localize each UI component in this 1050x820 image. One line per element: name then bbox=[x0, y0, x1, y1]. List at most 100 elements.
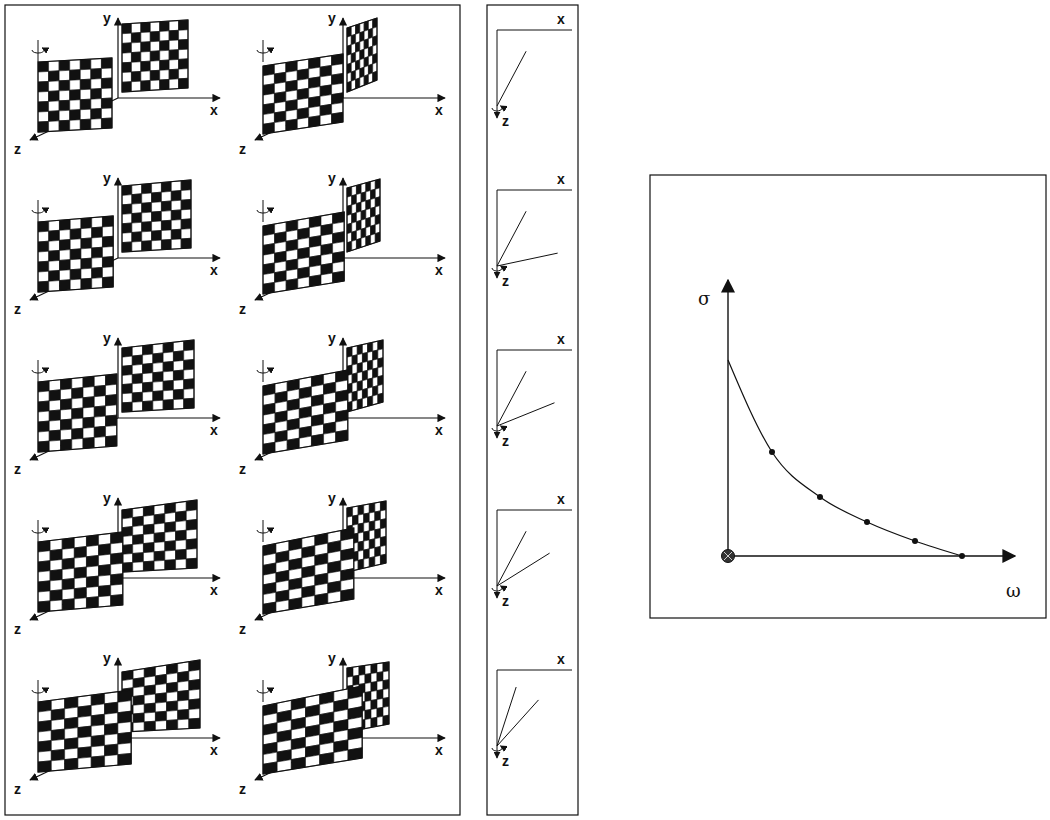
checker-square bbox=[167, 710, 178, 720]
checker-square bbox=[184, 359, 194, 370]
checker-square bbox=[186, 510, 197, 521]
checkerboard bbox=[38, 690, 131, 772]
checker-square bbox=[91, 99, 102, 110]
checker-square bbox=[141, 51, 150, 61]
checker-square bbox=[70, 249, 81, 260]
checker-square bbox=[91, 59, 102, 70]
checker-square bbox=[86, 586, 98, 597]
checker-square bbox=[152, 240, 162, 250]
rotation-sketch bbox=[492, 190, 572, 278]
checker-square bbox=[368, 369, 373, 379]
checker-square bbox=[153, 372, 163, 382]
axis-line bbox=[497, 371, 526, 426]
checker-square bbox=[176, 549, 187, 559]
checker-square bbox=[155, 702, 166, 712]
checker-square bbox=[122, 562, 133, 572]
board-outline bbox=[347, 662, 389, 732]
checker-square bbox=[70, 219, 81, 230]
rotation-arrow bbox=[492, 586, 502, 591]
axis-label: y bbox=[328, 491, 336, 505]
checker-square bbox=[38, 761, 51, 772]
checker-square bbox=[38, 601, 50, 612]
axis-line bbox=[497, 211, 526, 266]
checker-square bbox=[377, 698, 383, 708]
checker-square bbox=[357, 372, 362, 382]
checker-square bbox=[132, 213, 142, 223]
checker-square bbox=[59, 70, 70, 81]
data-point bbox=[769, 449, 775, 455]
checker-square bbox=[369, 503, 375, 513]
checker-square bbox=[143, 373, 153, 383]
origin-symbol bbox=[722, 550, 735, 563]
checker-square bbox=[186, 529, 197, 540]
checker-square bbox=[49, 420, 60, 431]
checker-square bbox=[65, 707, 78, 719]
checker-square bbox=[181, 190, 191, 200]
checker-square bbox=[141, 32, 150, 42]
checker-square bbox=[378, 349, 383, 359]
checker-square bbox=[380, 536, 386, 546]
checker-square bbox=[111, 563, 123, 575]
checker-square bbox=[59, 229, 70, 240]
checker-square bbox=[50, 590, 62, 601]
checker-square bbox=[365, 683, 371, 693]
checker-square bbox=[101, 68, 112, 79]
checker-square bbox=[356, 193, 361, 203]
checker-square bbox=[94, 396, 105, 407]
checker-square bbox=[122, 402, 132, 412]
checker-square bbox=[347, 516, 353, 526]
checker-square bbox=[178, 709, 189, 719]
rotation-sketch bbox=[492, 510, 572, 598]
axis-label: y bbox=[103, 491, 111, 505]
checker-square bbox=[152, 231, 162, 241]
checker-square bbox=[352, 194, 357, 204]
checker-square bbox=[122, 242, 132, 252]
checker-square bbox=[81, 228, 92, 239]
checker-square bbox=[186, 558, 197, 568]
rotation-sketch bbox=[492, 350, 572, 438]
checker-square bbox=[86, 576, 98, 587]
checker-square bbox=[143, 382, 153, 392]
checker-square bbox=[122, 365, 132, 375]
panel-frame bbox=[650, 175, 1046, 618]
checker-square bbox=[105, 713, 118, 725]
checker-square bbox=[154, 560, 165, 570]
checker-square bbox=[173, 399, 183, 409]
checker-square bbox=[122, 544, 133, 554]
checker-square bbox=[70, 229, 81, 240]
axis-label: z bbox=[239, 782, 246, 796]
checker-square bbox=[347, 507, 353, 517]
rotation-sketch bbox=[492, 670, 572, 758]
checker-square bbox=[369, 548, 375, 558]
checker-square bbox=[353, 675, 359, 685]
axis-line bbox=[118, 417, 220, 418]
checker-square bbox=[111, 542, 123, 554]
checker-square bbox=[383, 680, 389, 690]
checker-square bbox=[65, 738, 78, 750]
checker-square bbox=[91, 735, 104, 747]
checkerboard bbox=[347, 179, 380, 252]
checker-square bbox=[189, 679, 200, 690]
checker-square bbox=[154, 551, 165, 561]
checker-square bbox=[373, 368, 378, 378]
checker-square bbox=[142, 222, 152, 232]
checker-square bbox=[70, 90, 81, 101]
checker-square bbox=[173, 370, 183, 380]
checker-square bbox=[150, 41, 159, 51]
checker-square bbox=[62, 589, 74, 600]
checker-square bbox=[70, 110, 81, 121]
checker-square bbox=[65, 717, 78, 729]
axis-line bbox=[728, 555, 1015, 556]
checker-square bbox=[167, 701, 178, 711]
board-pair bbox=[255, 338, 445, 460]
checker-square bbox=[49, 61, 60, 72]
checker-square bbox=[94, 406, 105, 417]
checker-square bbox=[105, 734, 118, 746]
checker-square bbox=[38, 421, 49, 432]
checker-square bbox=[144, 721, 155, 731]
checker-square bbox=[169, 40, 178, 50]
checker-square bbox=[142, 193, 152, 203]
checkerboard bbox=[263, 212, 344, 294]
checker-square bbox=[380, 510, 386, 520]
